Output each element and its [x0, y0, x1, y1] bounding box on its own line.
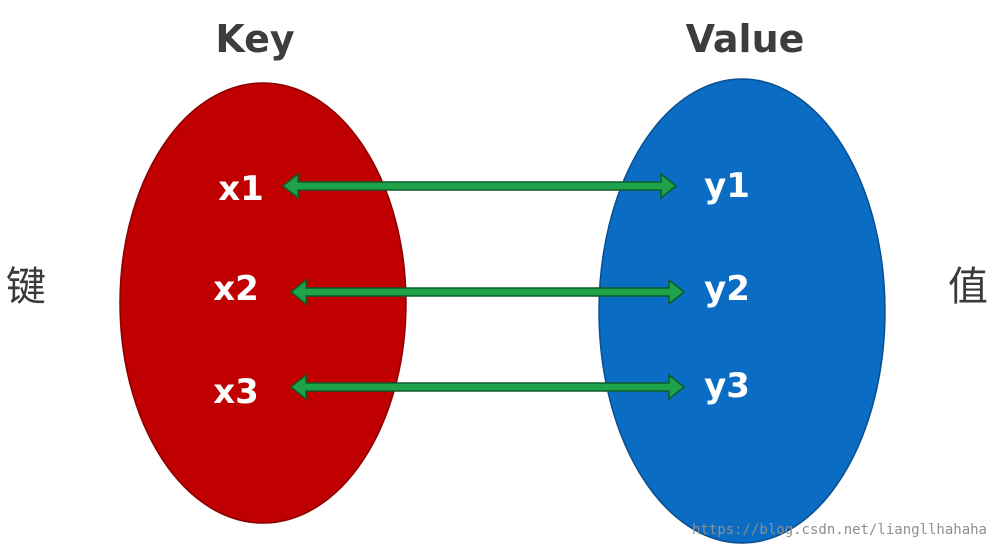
value-side-label: 值	[948, 264, 988, 310]
value-title: Value	[686, 17, 805, 61]
key-set-ellipse	[119, 82, 407, 524]
value-label-1: y1	[704, 166, 750, 206]
key-label-2: x2	[213, 269, 259, 309]
mapping-arrows	[281, 172, 686, 401]
key-side-label: 键	[6, 264, 46, 310]
watermark: https://blog.csdn.net/liangllhahaha	[692, 522, 987, 538]
arrow-x1-y1	[281, 172, 678, 200]
value-label-3: y3	[704, 366, 750, 406]
arrow-x2-y2	[289, 278, 686, 306]
arrow-x3-y3	[289, 373, 686, 401]
key-title: Key	[215, 17, 295, 61]
key-label-1: x1	[218, 169, 264, 209]
value-set-ellipse	[598, 78, 886, 544]
value-label-2: y2	[704, 269, 750, 309]
key-label-3: x3	[213, 372, 259, 412]
